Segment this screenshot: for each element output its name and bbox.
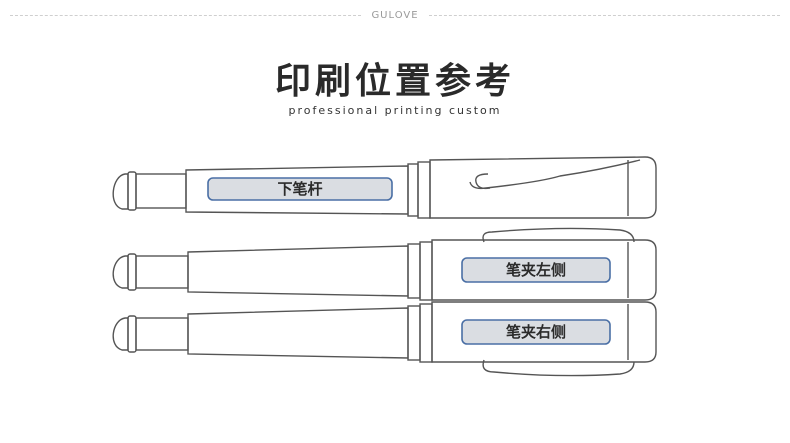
pen-1 bbox=[112, 156, 657, 219]
pen-2-clip bbox=[482, 227, 635, 243]
pen-1-cap bbox=[429, 156, 657, 219]
pen-1-print-area bbox=[207, 177, 393, 201]
pen-1-ring-a bbox=[407, 163, 419, 217]
pen-2-ring-a bbox=[407, 243, 421, 299]
pen-2-tip bbox=[112, 255, 129, 289]
pen-1-tip bbox=[112, 173, 129, 210]
pen-3-barrel bbox=[187, 307, 409, 359]
pen-1-nib-section bbox=[135, 173, 187, 209]
pen-3-cap bbox=[431, 301, 657, 363]
header-band: GULOVE bbox=[0, 0, 790, 30]
pen-2-print-area bbox=[461, 257, 611, 283]
pen-1-ring-b bbox=[417, 161, 431, 219]
pen-3-ring-a bbox=[407, 305, 421, 361]
pen-3-nib-section bbox=[135, 317, 189, 351]
pen-1-clip-loop bbox=[475, 173, 491, 190]
pen-3 bbox=[112, 301, 657, 377]
pen-2-cap bbox=[431, 239, 657, 301]
pen-2-tip-ring bbox=[127, 253, 137, 291]
pen-3-clip bbox=[482, 359, 635, 377]
pen-2-nib-section bbox=[135, 255, 189, 289]
pen-3-tip bbox=[112, 317, 129, 351]
pen-3-ring-b bbox=[419, 303, 433, 363]
pen-2-ring-b bbox=[419, 241, 433, 301]
header-rule-right bbox=[428, 14, 781, 16]
brand-name: GULOVE bbox=[371, 9, 419, 21]
header-rule-left bbox=[10, 14, 362, 16]
page-subtitle: professional printing custom bbox=[288, 104, 502, 117]
page-title: 印刷位置参考 bbox=[274, 61, 515, 102]
pen-2 bbox=[112, 227, 657, 301]
pen-2-barrel bbox=[187, 245, 409, 297]
pen-3-tip-ring bbox=[127, 315, 137, 353]
pen-1-tip-ring bbox=[127, 171, 137, 211]
pen-3-print-area bbox=[461, 319, 611, 345]
pen-1-clip bbox=[469, 159, 641, 190]
